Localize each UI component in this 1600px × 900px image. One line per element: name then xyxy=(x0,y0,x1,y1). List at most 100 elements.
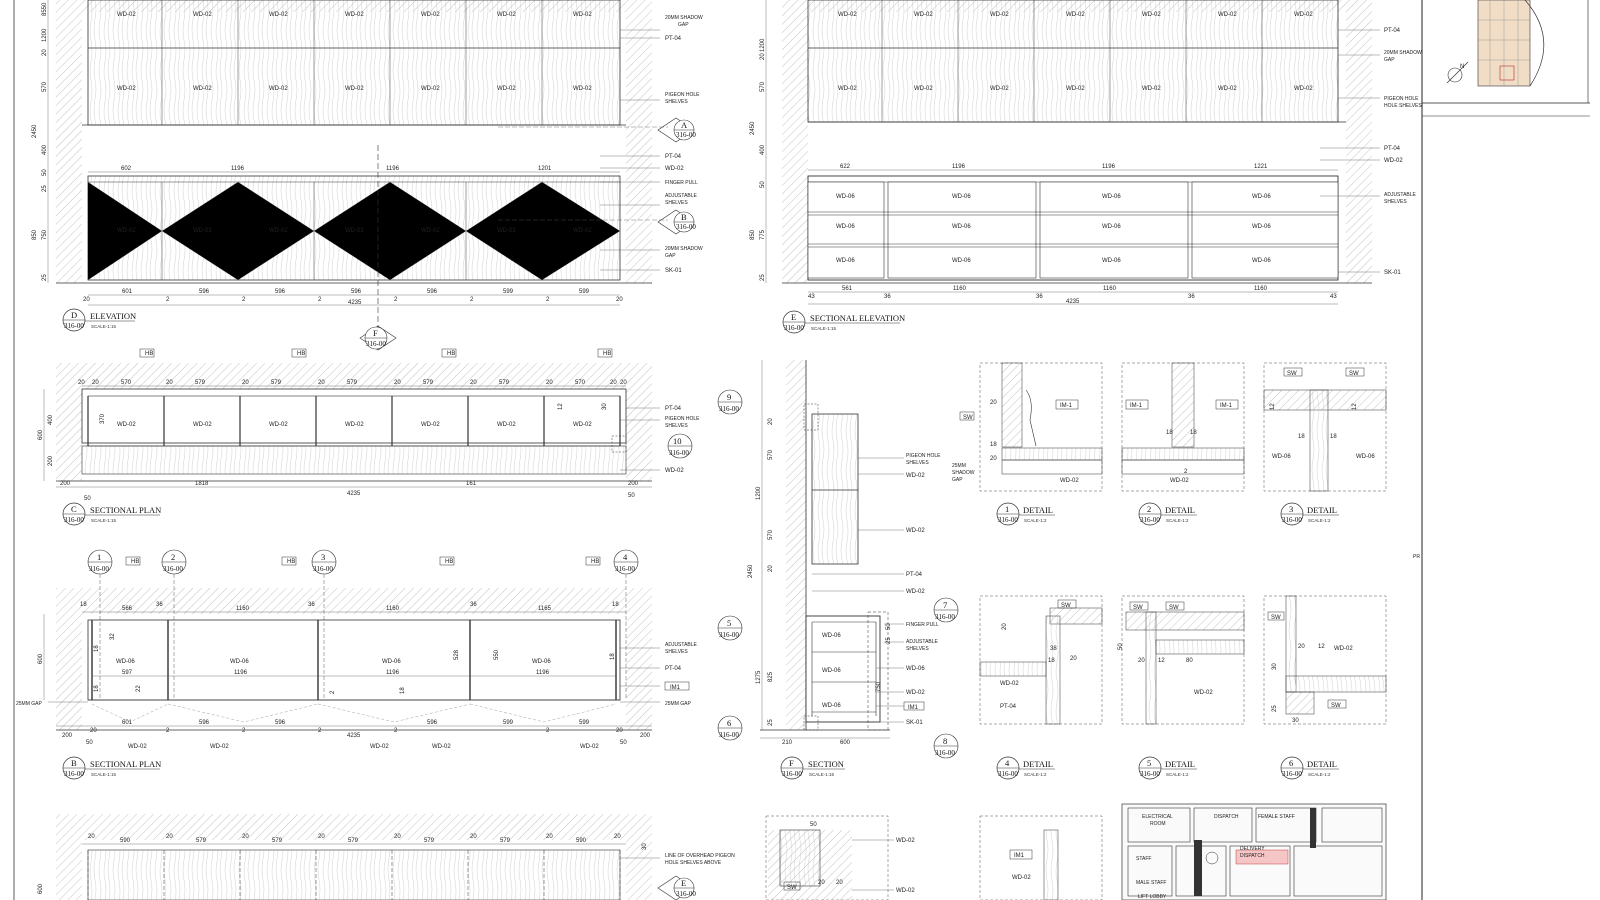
annotation-note: PIGEON HOLE xyxy=(906,453,941,459)
dimension-label: 596 xyxy=(427,289,438,295)
material-tag: WD-02 xyxy=(269,12,288,18)
dimension-label: 36 xyxy=(884,294,891,300)
callout-b[interactable]: B 316-00 xyxy=(657,209,696,235)
material-tag: WD-06 xyxy=(382,659,401,665)
view-title-label: 316-00 xyxy=(64,516,84,524)
callout-label: 316-00 xyxy=(719,405,739,413)
dimension-label: 825 xyxy=(768,671,774,682)
dimension-label: 18 xyxy=(1330,434,1337,440)
annotation-note: 25MM xyxy=(952,463,966,469)
material-tag: WD-02 xyxy=(1066,86,1085,92)
callout-label: 316-00 xyxy=(676,890,696,898)
dimension-label: 25 xyxy=(42,274,48,281)
dimension-label: 561 xyxy=(842,286,853,292)
material-tag: WD-02 xyxy=(573,228,592,234)
dimension-label: 1200 xyxy=(760,38,766,52)
material-tag: WD-02 xyxy=(838,12,857,18)
plan-room-label: DISPATCH xyxy=(1240,853,1265,859)
annotation-note: GAP xyxy=(952,477,963,483)
dimension-label: 1160 xyxy=(1254,286,1268,292)
view-title-label: DETAIL xyxy=(1165,505,1195,515)
material-tag: WD-02 xyxy=(1218,86,1237,92)
dimension-label: 25 xyxy=(886,637,892,644)
material-tag: IM1 xyxy=(670,685,681,691)
material-tag: PT-04 xyxy=(665,666,682,672)
material-tag: WD-06 xyxy=(822,668,841,674)
dimension-label: 2 xyxy=(394,297,398,303)
view-title-label: SCALE-1:15 xyxy=(811,326,837,331)
material-tag: SW xyxy=(1349,371,1359,377)
material-tag: PT-04 xyxy=(665,36,682,42)
material-tag: WD-02 xyxy=(1000,681,1019,687)
dimension-label: 12 xyxy=(558,403,564,410)
view-title-label: SCALE-1:2 xyxy=(1308,518,1331,523)
dimension-label: 4235 xyxy=(347,491,361,497)
view-title: C 316-00 SECTIONAL PLAN SCALE-1:15 xyxy=(62,502,161,526)
dimension-label: 50 xyxy=(42,169,48,176)
view-title-label: ELEVATION xyxy=(90,311,136,321)
callout-10[interactable]: 10 316-00 xyxy=(667,433,693,459)
dimension-label: 20 xyxy=(610,380,617,386)
dimension-label: 579 xyxy=(272,838,283,844)
dimension-label: 20 xyxy=(616,297,623,303)
callout-label: 4 xyxy=(623,552,628,562)
plan-room-label: DISPATCH xyxy=(1214,814,1239,820)
annotation-note: SHELVES xyxy=(1384,199,1407,205)
material-tag: WD-02 xyxy=(269,86,288,92)
callout-e[interactable]: E 316-00 xyxy=(657,875,696,900)
callout-label: 316-00 xyxy=(719,631,739,639)
view-title-label: 316-00 xyxy=(1140,770,1160,778)
dimension-label: 596 xyxy=(199,720,210,726)
material-tag: WD-02 xyxy=(345,228,364,234)
dimension-label: 570 xyxy=(121,380,132,386)
annotation-note: ADJUSTABLE xyxy=(906,639,939,645)
material-tag: WD-06 xyxy=(836,224,855,230)
callout-label: 316-00 xyxy=(676,223,696,231)
material-tag: WD-02 xyxy=(1294,12,1313,18)
callout-a[interactable]: A 316-00 xyxy=(657,117,696,143)
callout-label: B xyxy=(681,212,687,222)
dimension-label: 20 xyxy=(990,400,997,406)
dimension-label: 622 xyxy=(840,164,851,170)
dimension-label: 18 xyxy=(1298,434,1305,440)
dimension-label: 579 xyxy=(424,838,435,844)
material-tag: WD-02 xyxy=(193,86,212,92)
material-tag: WD-02 xyxy=(269,228,288,234)
material-tag: WD-06 xyxy=(1102,224,1121,230)
view-title: D 316-00 ELEVATION SCALE-1:15 xyxy=(62,308,136,332)
material-tag: HB xyxy=(445,559,453,565)
material-tag: WD-02 xyxy=(1012,875,1031,881)
north-arrow-label: N xyxy=(1460,64,1464,70)
dimension-label: 30 xyxy=(642,843,648,850)
view-title-label: DETAIL xyxy=(1307,759,1337,769)
material-tag: WD-02 xyxy=(990,86,1009,92)
dimension-label: 599 xyxy=(579,289,590,295)
dimension-label: 596 xyxy=(199,289,210,295)
dimension-label: 12 xyxy=(1158,658,1165,664)
dimension-label: 850 xyxy=(750,229,756,240)
dimension-label: 597 xyxy=(122,670,133,676)
dimension-label: 210 xyxy=(782,740,793,746)
dimension-label: 602 xyxy=(121,166,132,172)
dimension-label: 570 xyxy=(760,81,766,92)
view-title-label: B xyxy=(71,758,77,768)
view-title-label: 316-00 xyxy=(784,324,804,332)
material-tag: WD-06 xyxy=(1252,224,1271,230)
callout-f[interactable]: F 316-00 xyxy=(359,325,397,351)
dimension-label: 25 xyxy=(760,274,766,281)
material-tag: WD-02 xyxy=(345,422,364,428)
dimension-label: 200 xyxy=(640,733,651,739)
dimension-label: 50 xyxy=(886,623,892,630)
dimension-label: 1221 xyxy=(1254,164,1268,170)
callout-label: 316-00 xyxy=(935,613,955,621)
dimension-label: 20 xyxy=(90,728,97,734)
material-tag: IM-1 xyxy=(1130,403,1143,409)
annotation-note: SHELVES xyxy=(665,99,688,105)
